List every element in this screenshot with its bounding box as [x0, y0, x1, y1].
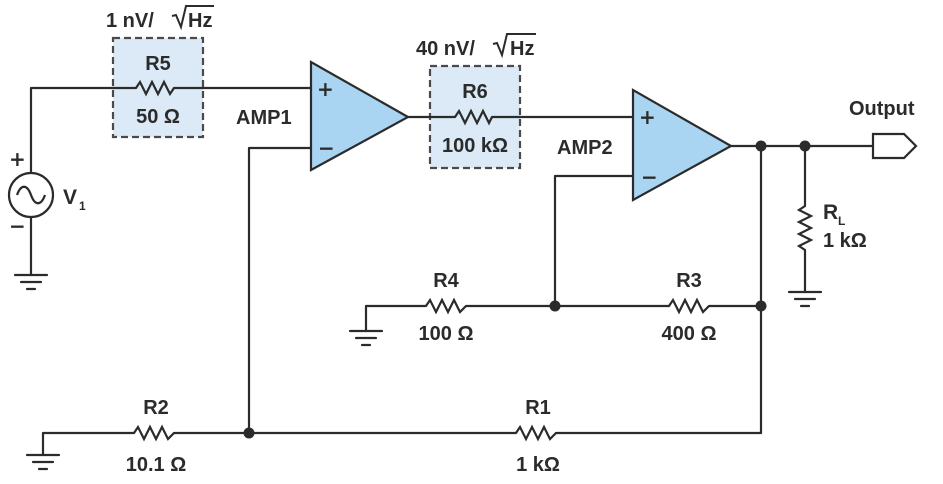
svg-text:Hz: Hz: [188, 10, 212, 32]
amp2-label: AMP2: [557, 137, 613, 159]
r3-resistor: [668, 297, 710, 315]
ground-icon: [25, 453, 61, 471]
svg-text:L: L: [838, 214, 845, 228]
svg-text:40 nV/: 40 nV/: [416, 38, 475, 60]
r1-value: 1 kΩ: [516, 454, 560, 476]
r4-value: 100 Ω: [419, 323, 474, 345]
r6-noise-label: 40 nV/ Hz: [416, 33, 536, 60]
output-label: Output: [849, 98, 915, 120]
r2-name: R2: [143, 397, 169, 419]
v1-minus-sign: −: [9, 214, 26, 238]
r6-value: 100 kΩ: [442, 135, 508, 157]
r6-resistor: [454, 108, 493, 126]
wires: [29, 86, 875, 457]
amp2-minus-sign: −: [641, 165, 658, 189]
rl-resistor: [796, 205, 814, 251]
svg-text:1: 1: [79, 199, 86, 213]
r5-noise-label: 1 nV/ Hz: [106, 5, 214, 32]
amp1-triangle: [309, 60, 411, 172]
amp1-plus-sign: +: [317, 77, 334, 101]
ground-icon: [13, 273, 49, 291]
junction-dots: [243, 140, 811, 439]
svg-text:Hz: Hz: [510, 38, 534, 60]
r5-name: R5: [145, 53, 171, 75]
rl-label: R L: [823, 201, 845, 228]
ground-icon: [348, 329, 384, 347]
amp1-minus-sign: −: [318, 136, 335, 160]
v1-plus-sign: +: [9, 147, 26, 171]
amp1-label: AMP1: [236, 107, 292, 129]
svg-text:1 nV/: 1 nV/: [106, 10, 154, 32]
r6-name: R6: [462, 81, 488, 103]
output-port-icon: [871, 132, 918, 160]
svg-text:R: R: [823, 201, 838, 224]
r3-value: 400 Ω: [662, 323, 717, 345]
amp2-plus-sign: +: [639, 105, 656, 129]
svg-text:V: V: [63, 186, 77, 209]
voltage-source-icon: [7, 171, 55, 219]
r4-resistor: [425, 297, 467, 315]
r3-name: R3: [676, 270, 702, 292]
r1-resistor: [515, 424, 557, 442]
amp2-triangle: [631, 88, 734, 202]
r4-name: R4: [433, 270, 459, 292]
r5-value: 50 Ω: [136, 106, 180, 128]
r1-name: R1: [525, 397, 551, 419]
r2-value: 10.1 Ω: [126, 454, 187, 476]
v1-label: V 1: [63, 186, 86, 213]
r2-resistor: [133, 424, 175, 442]
ground-icon: [787, 290, 823, 308]
rl-value: 1 kΩ: [823, 230, 867, 252]
r5-resistor: [135, 79, 175, 97]
